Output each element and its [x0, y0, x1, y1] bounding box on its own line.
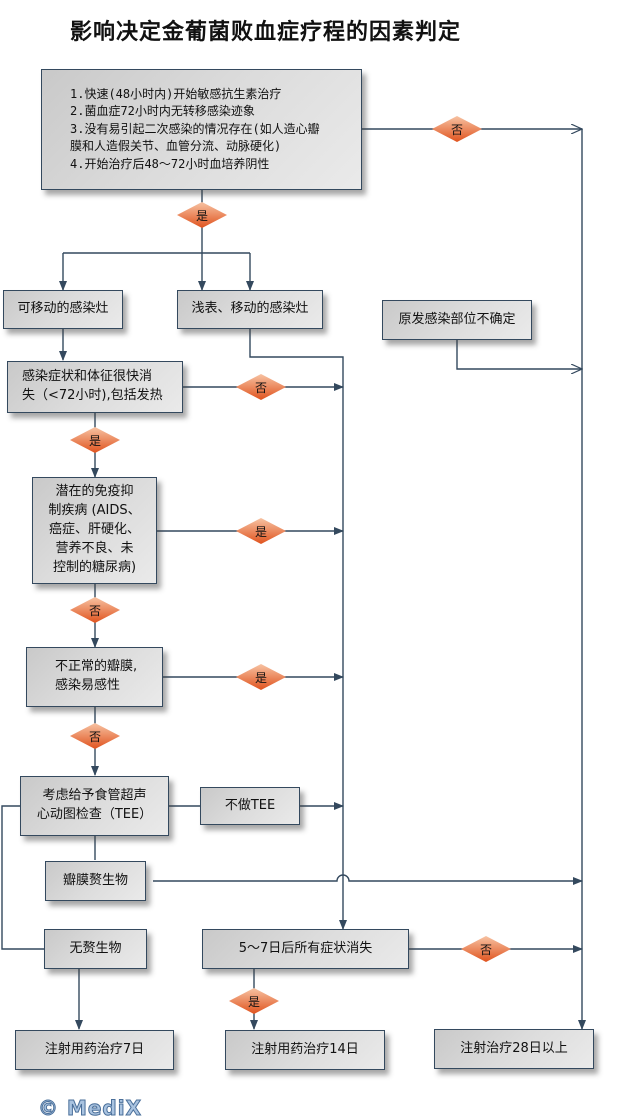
- resolved-text: 5～7日后所有症状消失: [238, 940, 373, 956]
- removable-focus-box: 可移动的感染灶: [3, 290, 123, 329]
- superficial-focus-text: 浅表、移动的感染灶: [191, 301, 309, 317]
- vegetation-box: 瓣膜赘生物: [45, 861, 146, 901]
- decision-immuno-no: 否: [70, 597, 120, 623]
- decision-label: 否: [88, 729, 101, 744]
- treat-7-text: 注射用药治疗7日: [44, 1041, 145, 1057]
- decision-rapid-yes: 是: [70, 427, 120, 453]
- consider-tee-box: 考虑给予食管超声 心动图检查（TEE）: [20, 776, 169, 836]
- decision-label: 是: [88, 433, 101, 448]
- decision-resolved-yes: 是: [229, 988, 279, 1014]
- resolved-box: 5～7日后所有症状消失: [202, 929, 409, 969]
- decision-valve-yes: 是: [236, 664, 286, 690]
- treat-14-text: 注射用药治疗14日: [251, 1041, 359, 1057]
- decision-label: 否: [88, 603, 101, 618]
- treat-14-box: 注射用药治疗14日: [225, 1030, 385, 1070]
- immunosuppression-text: 潜在的免疫抑 制疾病 (AIDS、 癌症、肝硬化、 营养不良、未 控制的糖尿病): [48, 484, 141, 575]
- rapid-resolution-text: 感染症状和体征很快消 失（<72小时),包括发热: [22, 369, 163, 403]
- decision-label: 否: [254, 380, 267, 395]
- decision-immuno-yes: 是: [236, 518, 286, 544]
- medix-logo: © MediX: [37, 1096, 143, 1120]
- immunosuppression-box: 潜在的免疫抑 制疾病 (AIDS、 癌症、肝硬化、 营养不良、未 控制的糖尿病): [32, 477, 157, 584]
- page-title: 影响决定金葡菌败血症疗程的因素判定: [70, 19, 462, 45]
- treat-28-box: 注射治疗28日以上: [434, 1029, 594, 1069]
- abnormal-valve-box: 不正常的瓣膜, 感染易感性: [26, 647, 163, 707]
- decision-label: 是: [195, 208, 208, 223]
- criteria-box: 1.快速(48小时内)开始敏感抗生素治疗 2.菌血症72小时内无转移感染迹象 3…: [41, 69, 362, 190]
- decision-valve-no: 否: [70, 723, 120, 749]
- vegetation-text: 瓣膜赘生物: [62, 872, 128, 888]
- decision-label: 是: [247, 994, 260, 1009]
- no-vegetation-text: 无赘生物: [69, 940, 122, 956]
- decision-label: 是: [254, 524, 267, 539]
- criteria-text: 1.快速(48小时内)开始敏感抗生素治疗 2.菌血症72小时内无转移感染迹象 3…: [70, 87, 320, 171]
- superficial-focus-box: 浅表、移动的感染灶: [177, 290, 323, 329]
- unknown-site-box: 原发感染部位不确定: [382, 300, 532, 340]
- consider-tee-text: 考虑给予食管超声 心动图检查（TEE）: [36, 788, 153, 822]
- decision-rapid-no: 否: [236, 374, 286, 400]
- no-vegetation-box: 无赘生物: [44, 929, 147, 969]
- decision-resolved-no: 否: [461, 936, 511, 962]
- decision-label: 否: [450, 122, 463, 137]
- treat-28-text: 注射治疗28日以上: [460, 1040, 568, 1056]
- treat-7-box: 注射用药治疗7日: [15, 1030, 174, 1070]
- decision-label: 是: [254, 670, 267, 685]
- decision-criteria-yes: 是: [177, 202, 227, 228]
- abnormal-valve-text: 不正常的瓣膜, 感染易感性: [55, 659, 138, 693]
- decision-criteria-no: 否: [432, 116, 482, 142]
- unknown-site-text: 原发感染部位不确定: [398, 311, 516, 327]
- no-tee-text: 不做TEE: [224, 797, 276, 813]
- no-tee-box: 不做TEE: [200, 787, 300, 825]
- rapid-resolution-box: 感染症状和体征很快消 失（<72小时),包括发热: [7, 361, 183, 413]
- decision-label: 否: [479, 942, 492, 957]
- removable-focus-text: 可移动的感染灶: [17, 301, 109, 317]
